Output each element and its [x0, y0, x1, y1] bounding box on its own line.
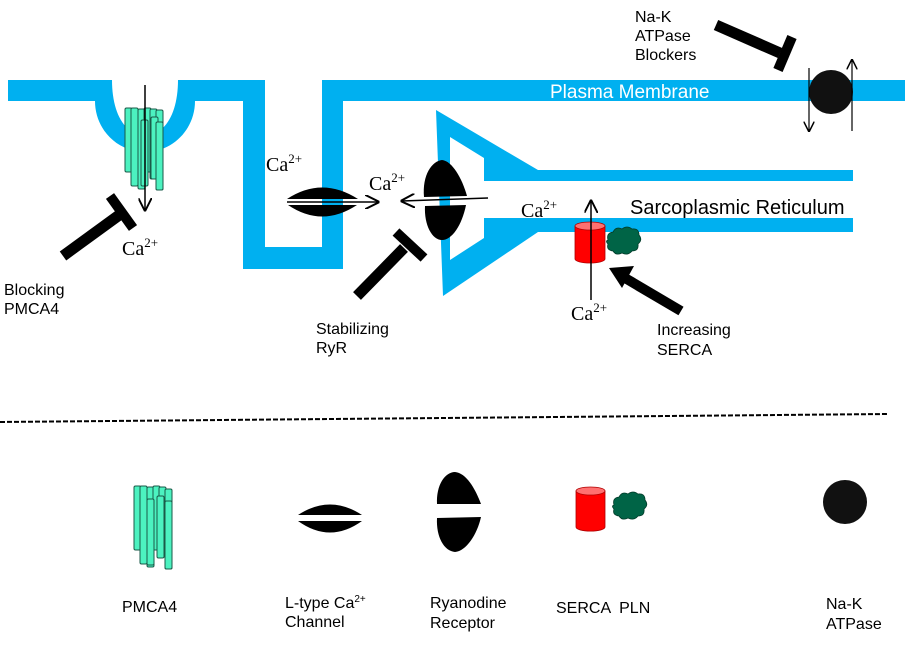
pmca4-helix [156, 495, 165, 559]
l-type-lower-lobe [298, 521, 362, 533]
stabilizing-ryr-inhibitor [353, 228, 428, 300]
pmca4-helix [164, 500, 173, 570]
pmca4-helix [146, 498, 155, 566]
l-type-lower-lobe [288, 205, 357, 217]
plasma-membrane-label: Plasma Membrane [550, 82, 709, 103]
l-type-upper-lobe [287, 187, 358, 199]
stabilizing-ryr-label: Stabilizing RyR [316, 321, 393, 357]
legend-na-k-atpase-icon [823, 480, 867, 524]
l-type-ca-label: Ca2+ [266, 151, 302, 176]
inhibitor-bar [392, 228, 428, 262]
serca-cylinder-body [575, 490, 606, 532]
legend-pmca4-label: PMCA4 [122, 599, 177, 616]
blocking-pmca4-label: Blocking PMCA4 [4, 282, 69, 318]
l-type-upper-lobe [298, 504, 362, 515]
pmca4-protein [124, 107, 164, 191]
activator-stem [622, 273, 684, 316]
legend-l-type-channel-icon [298, 504, 362, 533]
inhibitor-stem [713, 19, 783, 59]
ryr-upper-lobe [423, 160, 467, 197]
legend-ryr-label: Ryanodine Receptor [430, 595, 511, 632]
na-k-atpase [809, 70, 853, 114]
serca-cylinder-top [575, 486, 606, 496]
increasing-serca-arrow [609, 266, 684, 316]
serca-cylinder-top [574, 221, 606, 231]
inhibitor-stem [353, 244, 408, 300]
pmca4-ca-label: Ca2+ [122, 235, 158, 260]
serca-pump [574, 221, 606, 264]
inhibitor-bar [105, 193, 138, 231]
plasma-membrane-left [8, 80, 92, 101]
pmca4-helix [139, 485, 148, 565]
legend-divider [0, 413, 889, 423]
legend-serca-icon [575, 486, 606, 532]
serca-cytosol-ca-label: Ca2+ [571, 300, 607, 325]
sr-lumen-ca-label: Ca2+ [521, 197, 557, 222]
legend-pln-icon [612, 491, 648, 520]
nak-blockers-label: Na-K ATPase Blockers [635, 9, 696, 64]
ryr-ca-label: Ca2+ [369, 170, 405, 195]
serca-cylinder-body [574, 225, 606, 264]
inhibitor-stem [59, 208, 126, 261]
pmca4-helix [130, 107, 139, 187]
increasing-serca-label: Increasing SERCA [657, 322, 735, 359]
nak-blockers-inhibitor [713, 19, 797, 72]
ryanodine-receptor [423, 160, 467, 240]
legend-ryanodine-receptor-icon [436, 472, 481, 552]
inhibitor-bar [773, 35, 797, 72]
ryr-lower-lobe [424, 205, 466, 240]
ryr-ca-release-arrow [402, 198, 489, 201]
legend-serca-pln-label: SERCA PLN [556, 600, 650, 617]
legend-nak-label: Na-K ATPase [826, 596, 882, 633]
legend-pmca4-icon [133, 485, 173, 570]
l-type-ca-channel [287, 187, 358, 217]
blocking-pmca4-inhibitor [59, 193, 138, 261]
pmca4-helix [155, 121, 164, 191]
ryr-lower-lobe [436, 517, 481, 552]
activator-head [609, 266, 634, 288]
sarcoplasmic-reticulum-label: Sarcoplasmic Reticulum [630, 197, 845, 219]
phospholamban [606, 226, 642, 255]
pln-blob [606, 226, 642, 255]
ryr-upper-lobe [436, 472, 481, 504]
legend-l-type-label: L-type Ca2+ Channel [285, 589, 370, 631]
pln-blob [612, 491, 648, 520]
caveola [88, 80, 204, 152]
